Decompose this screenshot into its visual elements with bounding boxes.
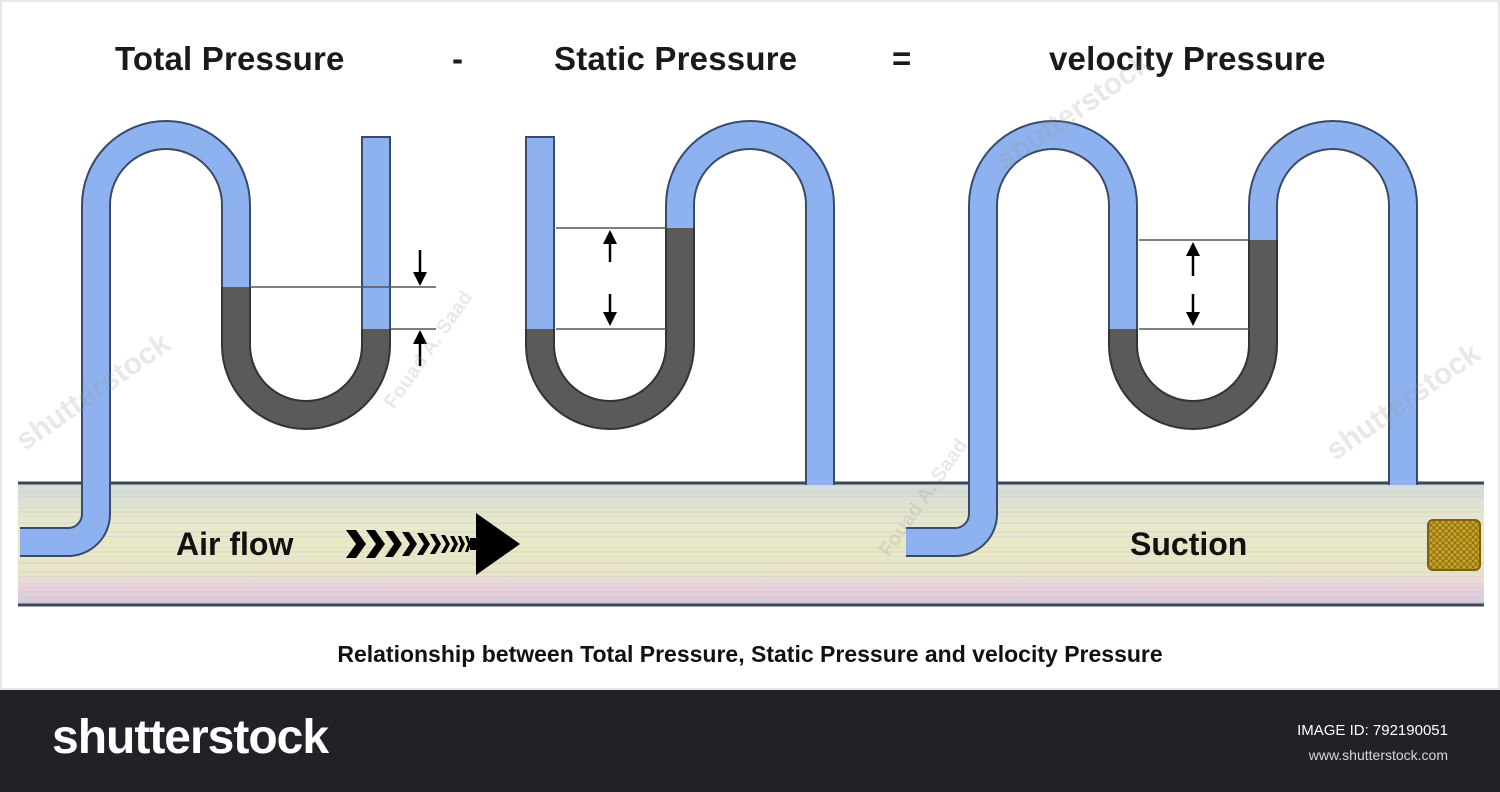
manometer-total-pressure: [20, 120, 436, 557]
stock-footer: shutterstock IMAGE ID: 792190051 www.shu…: [0, 690, 1500, 792]
manometer-static-pressure: [525, 120, 835, 485]
air-flow-label: Air flow: [176, 526, 294, 562]
equals-sign: =: [892, 40, 912, 77]
site-url[interactable]: www.shutterstock.com: [1308, 747, 1448, 763]
image-id-label: IMAGE ID: 792190051: [1297, 722, 1448, 739]
heading-velocity-pressure: velocity Pressure: [1049, 40, 1326, 77]
flow-arrow: [346, 513, 520, 575]
minus-sign: -: [452, 40, 463, 77]
suction-label: Suction: [1130, 526, 1248, 562]
manometer-velocity-pressure: [906, 120, 1418, 557]
end-cap: [1427, 519, 1481, 571]
heading-static-pressure: Static Pressure: [554, 40, 798, 77]
shutterstock-logo: shutterstock: [52, 711, 329, 764]
diagram-caption: Relationship between Total Pressure, Sta…: [337, 641, 1163, 667]
air-duct: [18, 481, 1484, 607]
image-frame: [0, 0, 1500, 690]
heading-total-pressure: Total Pressure: [115, 40, 345, 77]
